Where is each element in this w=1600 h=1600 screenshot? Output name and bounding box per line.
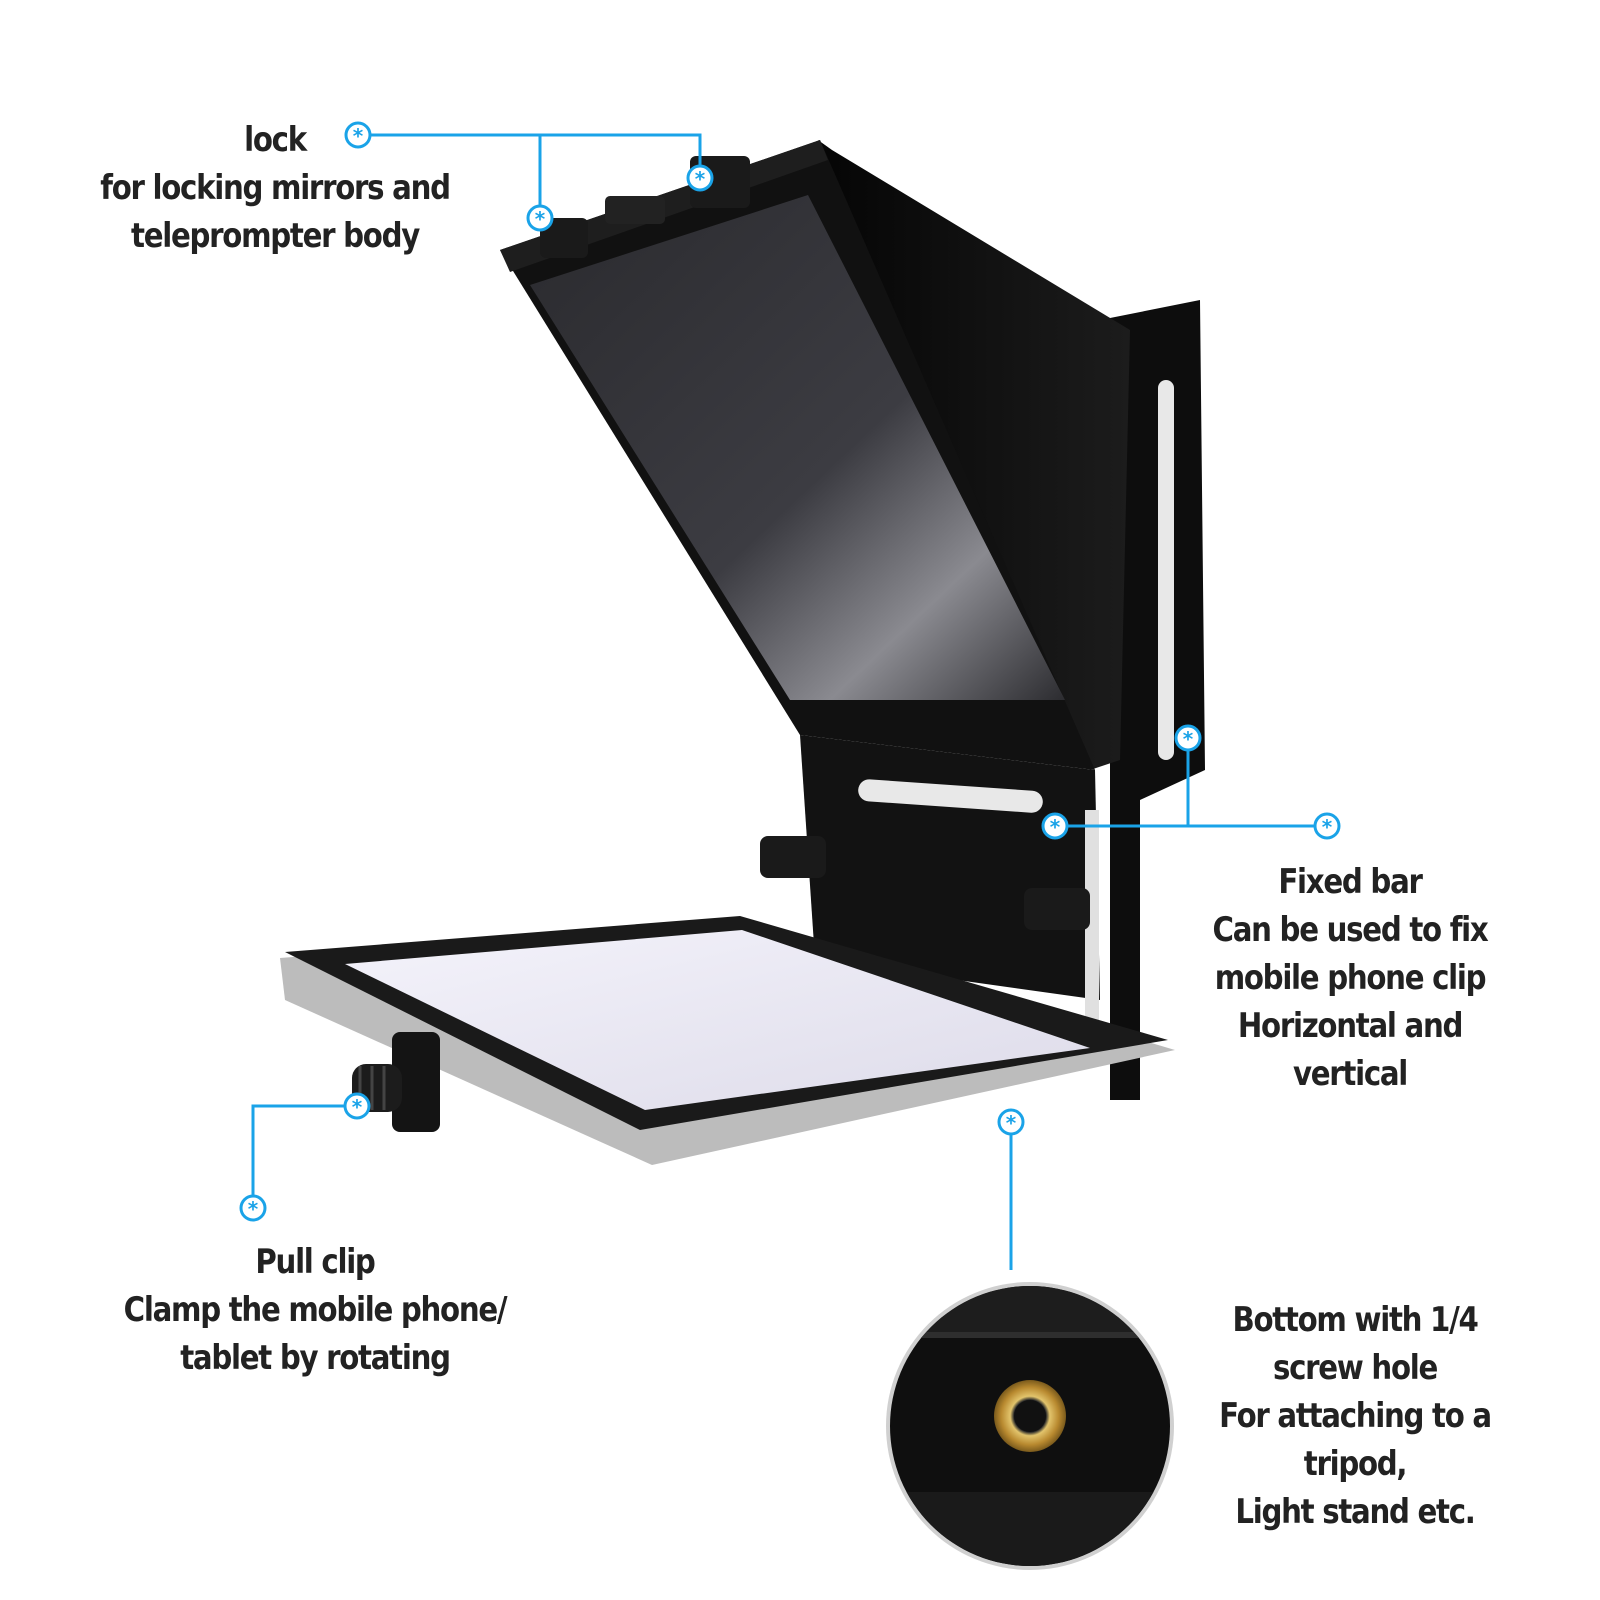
tablet: [280, 916, 1175, 1165]
callout-line: for locking mirrors and: [100, 168, 451, 208]
back-plate: [1100, 300, 1205, 1100]
callout-line: Fixed bar: [1278, 862, 1423, 902]
beam-splitter-glass: [530, 195, 1065, 700]
svg-text:*: *: [535, 207, 546, 231]
callout-line: Clamp the mobile phone/: [123, 1290, 508, 1330]
tablet-screen: [345, 930, 1090, 1110]
callout-line: For attaching to a: [1219, 1396, 1492, 1436]
asterisk-marker-icon: *: [526, 204, 554, 232]
callout-line: vertical: [1292, 1054, 1408, 1094]
asterisk-marker-icon: *: [344, 121, 372, 149]
asterisk-marker-icon: *: [239, 1194, 267, 1222]
callout-line: teleprompter body: [131, 216, 420, 256]
asterisk-marker-icon: *: [997, 1108, 1025, 1136]
pull-clip-callout-label: Pull clip Clamp the mobile phone/ tablet…: [91, 1238, 538, 1382]
callout-line: Pull clip: [255, 1242, 375, 1282]
callout-line: Can be used to fix: [1212, 910, 1489, 950]
svg-text:*: *: [352, 1095, 363, 1119]
callout-markers: * * * * * * * * *: [239, 121, 1341, 1222]
fixed-bar-callout-label: Fixed bar Can be used to fix mobile phon…: [1178, 858, 1522, 1098]
svg-text:*: *: [248, 1197, 259, 1221]
asterisk-marker-icon: *: [1313, 812, 1341, 840]
callout-line: tablet by rotating: [180, 1338, 451, 1378]
asterisk-marker-icon: *: [686, 164, 714, 192]
svg-text:*: *: [1006, 1111, 1017, 1135]
svg-text:*: *: [1183, 727, 1194, 751]
asterisk-marker-icon: *: [1174, 724, 1202, 752]
pull-clip: [352, 1032, 440, 1132]
vertical-slot: [1158, 380, 1174, 760]
side-knobs: [760, 836, 1090, 930]
callout-lines: [251, 133, 1327, 1270]
callout-line: tripod,: [1303, 1444, 1408, 1484]
callout-line: Bottom with 1/4: [1232, 1300, 1478, 1340]
svg-text:*: *: [1050, 815, 1061, 839]
asterisk-marker-icon: *: [343, 1092, 371, 1120]
callout-line: mobile phone clip: [1214, 958, 1487, 998]
callout-line: lock: [244, 120, 307, 160]
svg-text:*: *: [695, 167, 706, 191]
callout-line: screw hole: [1272, 1348, 1438, 1388]
svg-text:*: *: [353, 124, 364, 148]
screw-hole-callout-label: Bottom with 1/4 screw hole For attaching…: [1187, 1296, 1522, 1536]
callout-line: Light stand etc.: [1235, 1492, 1476, 1532]
lock-callout-label: lock for locking mirrors and teleprompte…: [73, 116, 477, 260]
callout-line: Horizontal and: [1237, 1006, 1464, 1046]
svg-text:*: *: [1322, 815, 1333, 839]
screw-hole-closeup: [886, 1282, 1174, 1570]
asterisk-marker-icon: *: [1041, 812, 1069, 840]
hood-panel: [818, 140, 1130, 770]
horizontal-slot: [858, 779, 1043, 813]
lower-plate: [800, 735, 1100, 1050]
